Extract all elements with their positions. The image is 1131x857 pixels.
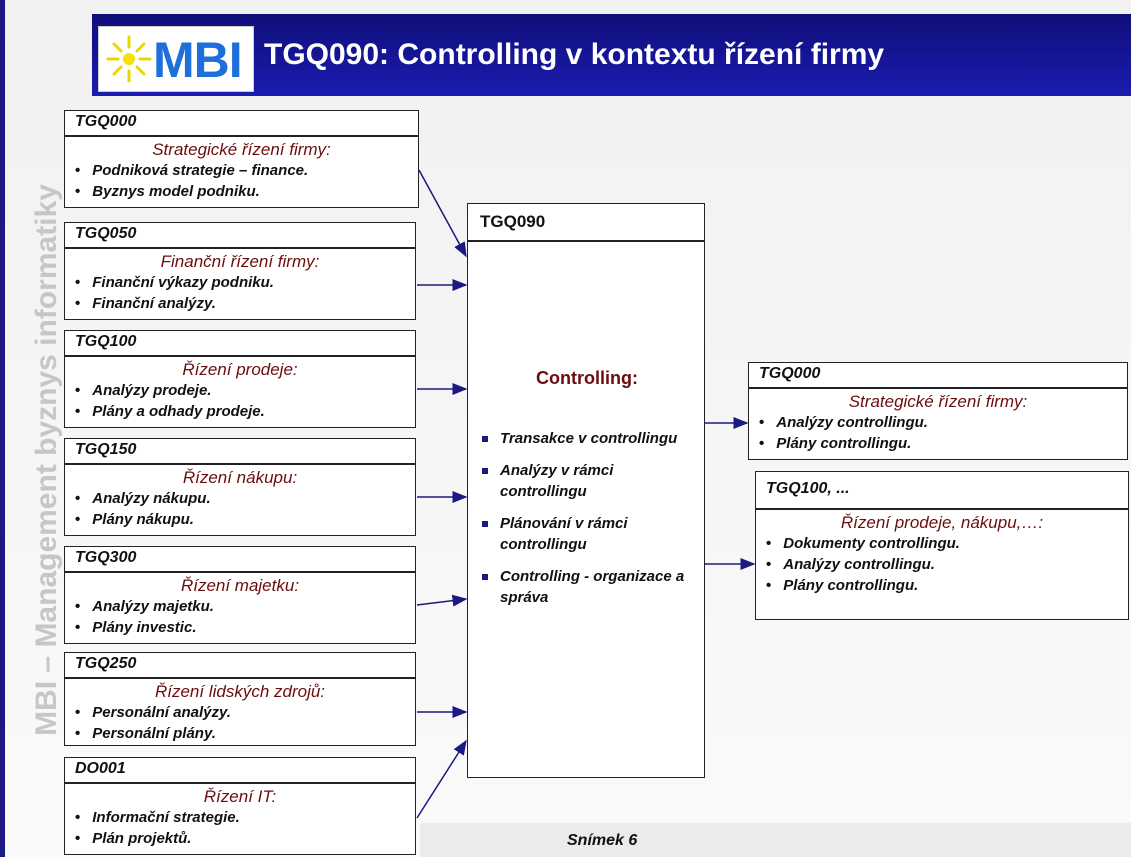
module-item: Personální analýzy. (75, 702, 415, 723)
input-module: Řízení prodeje: Analýzy prodeje.Plány a … (64, 356, 416, 428)
slide-title: TGQ090: Controlling v kontextu řízení fi… (264, 38, 885, 71)
module-heading: Řízení IT: (203, 787, 277, 806)
output-module: Strategické řízení firmy: Analýzy contro… (748, 388, 1128, 460)
output-module-code: TGQ000 (748, 362, 1128, 388)
module-item: Dokumenty controllingu. (766, 533, 1128, 554)
logo-text: MBI (153, 32, 243, 88)
module-item: Analýzy controllingu. (759, 412, 1127, 433)
module-item: Plány a odhady prodeje. (75, 401, 415, 422)
center-item: Controlling - organizace a správa (478, 566, 698, 608)
input-module: Řízení IT: Informační strategie.Plán pro… (64, 783, 416, 855)
module-item: Personální plány. (75, 723, 415, 744)
module-item: Plán projektů. (75, 828, 415, 849)
input-module-code: TGQ100 (64, 330, 416, 356)
input-module: Řízení lidských zdrojů: Personální analý… (64, 678, 416, 746)
title-banner (92, 14, 1131, 96)
module-heading: Řízení prodeje: (182, 360, 298, 379)
module-item: Analýzy controllingu. (766, 554, 1128, 575)
center-title: Controlling: (536, 368, 638, 388)
module-heading: Strategické řízení firmy: (152, 140, 331, 159)
module-heading: Strategické řízení firmy: (848, 392, 1028, 411)
mbi-logo: MBI (98, 26, 254, 92)
module-heading: Řízení nákupu: (182, 468, 298, 487)
input-module: Finanční řízení firmy: Finanční výkazy p… (64, 248, 416, 320)
slide-frame (0, 0, 5, 857)
input-module: Řízení majetku: Analýzy majetku.Plány in… (64, 572, 416, 644)
center-item: Analýzy v rámci controllingu (478, 460, 698, 502)
module-item: Finanční výkazy podniku. (75, 272, 415, 293)
input-module-code: TGQ050 (64, 222, 416, 248)
arrow-connector (416, 739, 467, 819)
input-module-code: TGQ150 (64, 438, 416, 464)
output-module-code: TGQ100, ... (755, 471, 1129, 509)
slide-number: Snímek 6 (567, 832, 638, 849)
input-module-code: TGQ300 (64, 546, 416, 572)
module-heading: Řízení prodeje, nákupu,…: (840, 513, 1044, 532)
center-item: Plánování v rámci controllingu (478, 513, 698, 555)
module-item: Analýzy nákupu. (75, 488, 415, 509)
module-item: Informační strategie. (75, 807, 415, 828)
input-module: Strategické řízení firmy: Podniková stra… (64, 136, 419, 208)
module-item: Plány nákupu. (75, 509, 415, 530)
arrow-connector (418, 169, 467, 258)
input-module-code: TGQ250 (64, 652, 416, 678)
input-module: Řízení nákupu: Analýzy nákupu.Plány náku… (64, 464, 416, 536)
sun-icon (106, 35, 152, 83)
module-heading: Řízení majetku: (180, 576, 300, 595)
output-module: Řízení prodeje, nákupu,…: Dokumenty cont… (755, 509, 1129, 620)
module-heading: Řízení lidských zdrojů: (154, 682, 326, 701)
module-item: Analýzy majetku. (75, 596, 415, 617)
center-module-code: TGQ090 (467, 203, 705, 241)
arrow-connector (416, 594, 468, 607)
module-item: Podniková strategie – finance. (75, 160, 418, 181)
footer-bar (420, 823, 1131, 857)
center-module: Controlling: Transakce v controllingu An… (467, 241, 705, 778)
input-module-code: DO001 (64, 757, 416, 783)
module-item: Finanční analýzy. (75, 293, 415, 314)
module-item: Analýzy prodeje. (75, 380, 415, 401)
module-heading: Finanční řízení firmy: (160, 252, 320, 271)
input-module-code: TGQ000 (64, 110, 419, 136)
module-item: Plány investic. (75, 617, 415, 638)
module-item: Plány controllingu. (759, 433, 1127, 454)
module-item: Plány controllingu. (766, 575, 1128, 596)
module-item: Byznys model podniku. (75, 181, 418, 202)
center-item: Transakce v controllingu (478, 428, 698, 449)
